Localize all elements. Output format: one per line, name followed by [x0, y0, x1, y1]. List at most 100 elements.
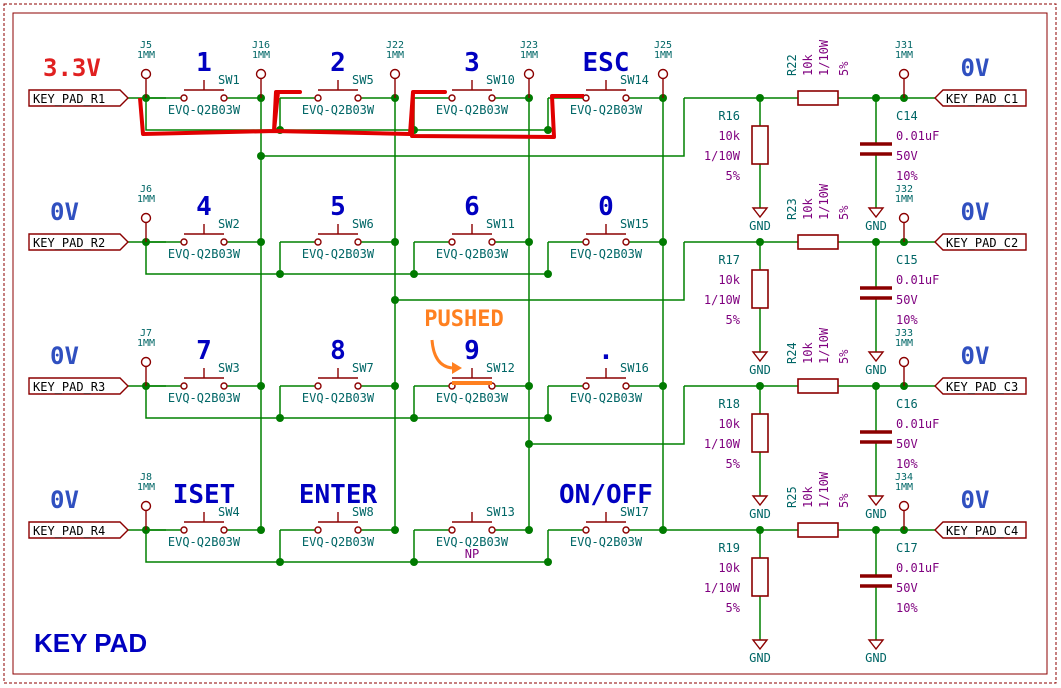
row-test-point-value: 1MM — [137, 50, 155, 61]
row-port-flag — [28, 521, 129, 539]
switch-ref: SW16 — [620, 361, 649, 375]
capacitor-ref: C16 — [896, 397, 918, 411]
junction-dot — [544, 126, 552, 134]
switch-contact — [448, 94, 456, 102]
key-label: 5 — [330, 192, 346, 222]
col-test-point-ref: J25 — [654, 40, 672, 51]
col-output-test-point-ref: J34 — [895, 472, 913, 483]
gnd-label: GND — [865, 219, 887, 233]
col-output-test-point-ref: J31 — [895, 40, 913, 51]
capacitor-voltage: 50V — [896, 581, 918, 595]
key-label: 0 — [598, 192, 614, 222]
col-output-voltage: 0V — [961, 486, 990, 514]
switch-ref: SW8 — [352, 505, 374, 519]
switch-part-number: EVQ-Q2B03W — [436, 391, 509, 405]
switch-contact — [180, 382, 188, 390]
series-resistor-power: 1/10W — [817, 183, 831, 220]
switch-contact — [354, 382, 362, 390]
row-test-point-value: 1MM — [137, 482, 155, 493]
switch-ref: SW13 — [486, 505, 515, 519]
pulldown-tol: 5% — [726, 169, 741, 183]
capacitor-value: 0.01uF — [896, 417, 939, 431]
row-test-point-ref: J5 — [140, 40, 152, 51]
col-output-label: KEY_PAD_C1 — [946, 92, 1018, 106]
pulldown-tol: 5% — [726, 313, 741, 327]
junction-dot — [525, 238, 533, 246]
switch-ref: SW17 — [620, 505, 649, 519]
switch-contact — [180, 238, 188, 246]
pulldown-resistor — [751, 413, 769, 453]
pulldown-value: 10k — [718, 129, 740, 143]
series-resistor-value: 10k — [801, 198, 815, 220]
col-output-test-point-ref: J33 — [895, 328, 913, 339]
capacitor-voltage: 50V — [896, 437, 918, 451]
key-label: 6 — [464, 192, 480, 222]
switch-part-number: EVQ-Q2B03W — [168, 247, 241, 261]
gnd-symbol — [867, 639, 885, 651]
switch-contact — [354, 526, 362, 534]
col-output-test-point-value: 1MM — [895, 482, 913, 493]
switch-contact — [354, 238, 362, 246]
col-test-point-pad — [657, 68, 669, 80]
junction-dot — [257, 382, 265, 390]
key-label: ENTER — [299, 480, 378, 510]
switch-ref: SW2 — [218, 217, 240, 231]
pulldown-value: 10k — [718, 417, 740, 431]
capacitor-ref: C15 — [896, 253, 918, 267]
pulldown-resistor — [751, 269, 769, 309]
wire — [261, 98, 685, 157]
gnd-label: GND — [865, 363, 887, 377]
capacitor-voltage: 50V — [896, 149, 918, 163]
col-output-voltage: 0V — [961, 342, 990, 370]
col-output-flag — [934, 377, 1027, 395]
pushed-arrow — [430, 339, 453, 370]
switch-contact — [314, 526, 322, 534]
key-label: 4 — [196, 192, 212, 222]
col-output-test-point-pad — [898, 356, 910, 368]
col-test-point-value: 1MM — [654, 50, 672, 61]
not-populated-note: NP — [465, 547, 479, 561]
switch-ref: SW12 — [486, 361, 515, 375]
col-output-test-point-value: 1MM — [895, 50, 913, 61]
junction-dot — [276, 414, 284, 422]
key-label: . — [598, 336, 614, 366]
switch-contact — [220, 94, 228, 102]
sheet-title: KEY PAD — [34, 628, 147, 658]
switch-part-number: EVQ-Q2B03W — [436, 247, 509, 261]
pulldown-tol: 5% — [726, 601, 741, 615]
pulldown-ref: R18 — [718, 397, 740, 411]
capacitor-value: 0.01uF — [896, 561, 939, 575]
row-test-point-ref: J6 — [140, 184, 152, 195]
col-test-point-pad — [523, 68, 535, 80]
switch-contact — [180, 94, 188, 102]
switch-contact — [314, 238, 322, 246]
switch-ref: SW7 — [352, 361, 374, 375]
pulldown-power: 1/10W — [704, 293, 741, 307]
pushed-annotation: PUSHED — [424, 307, 503, 332]
gnd-label: GND — [749, 651, 771, 665]
col-test-point-value: 1MM — [386, 50, 404, 61]
switch-contact — [582, 526, 590, 534]
switch-contact — [314, 382, 322, 390]
pulldown-tol: 5% — [726, 457, 741, 471]
junction-dot — [525, 440, 533, 448]
pulldown-ref: R17 — [718, 253, 740, 267]
junction-dot — [391, 238, 399, 246]
junction-dot — [544, 414, 552, 422]
switch-part-number: EVQ-Q2B03W — [302, 103, 375, 117]
switch-contact — [622, 238, 630, 246]
capacitor-value: 0.01uF — [896, 273, 939, 287]
col-output-voltage: 0V — [961, 198, 990, 226]
col-output-label: KEY_PAD_C3 — [946, 380, 1018, 394]
row-test-point-value: 1MM — [137, 338, 155, 349]
junction-dot — [410, 414, 418, 422]
pulldown-ref: R19 — [718, 541, 740, 555]
wire — [395, 242, 685, 301]
switch-part-number: EVQ-Q2B03W — [168, 103, 241, 117]
gnd-symbol — [867, 351, 885, 363]
key-label: ISET — [173, 480, 236, 510]
series-resistor-ref: R24 — [785, 342, 799, 364]
key-label: ON/OFF — [559, 480, 653, 510]
capacitor-tol: 10% — [896, 169, 918, 183]
